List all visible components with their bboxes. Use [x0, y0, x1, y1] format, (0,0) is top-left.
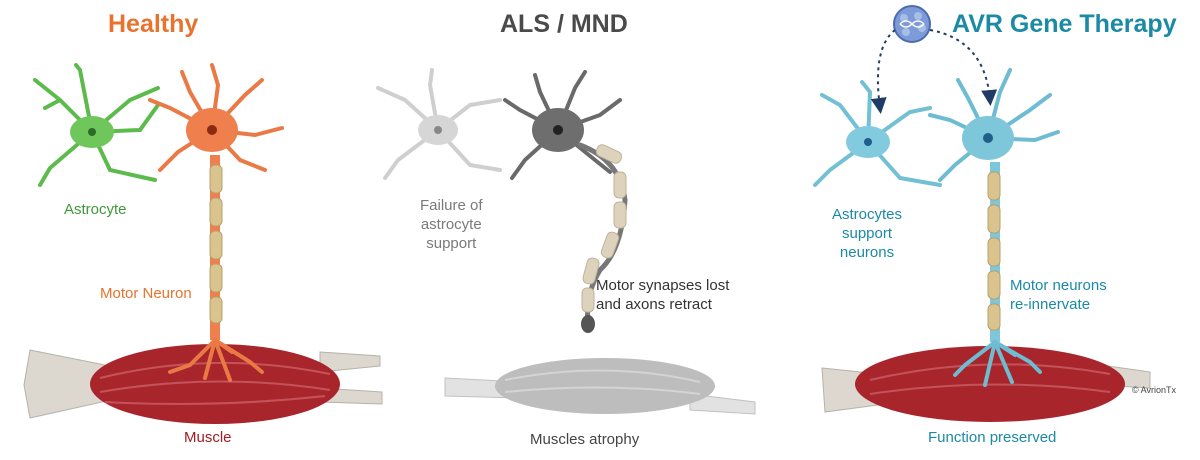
als-muscle-label: Muscles atrophy: [530, 431, 640, 448]
als-neuron-label: Motor synapses lost and axons retract: [596, 277, 730, 313]
copyright-text: © AvrionTx: [1132, 385, 1176, 395]
therapy-muscle: [821, 346, 1151, 422]
als-myelin-sheath: [581, 144, 627, 313]
als-title: ALS / MND: [500, 10, 628, 38]
als-panel: [376, 68, 756, 415]
healthy-astrocyte-label: Astrocyte: [64, 201, 127, 218]
therapy-title: AVR Gene Therapy: [952, 10, 1177, 38]
dna-icon: [899, 20, 925, 28]
therapy-neuron-label: Motor neurons re-innervate: [1010, 277, 1107, 313]
therapy-panel: [813, 5, 1151, 422]
als-muscle: [444, 358, 756, 415]
therapy-muscle-label: Function preserved: [928, 429, 1057, 446]
therapy-astrocyte-label: Astrocytes support neurons: [832, 206, 903, 261]
healthy-muscle: [23, 344, 383, 424]
healthy-muscle-label: Muscle: [184, 429, 232, 446]
als-astrocyte-label: Failure of astrocyte support: [420, 197, 483, 252]
als-retracted-axon-end: [581, 315, 595, 333]
healthy-neuron-label: Motor Neuron: [100, 285, 192, 302]
als-astrocyte: [376, 68, 502, 180]
therapy-astrocyte: [813, 80, 942, 187]
healthy-myelin-sheath: [209, 164, 223, 324]
delivery-arrow-astrocyte: [870, 29, 896, 114]
healthy-astrocyte: [33, 63, 160, 187]
healthy-panel: [23, 63, 383, 424]
delivery-arrow-neuron: [929, 29, 998, 106]
healthy-title: Healthy: [108, 10, 199, 38]
therapy-myelin-sheath: [987, 171, 1001, 331]
